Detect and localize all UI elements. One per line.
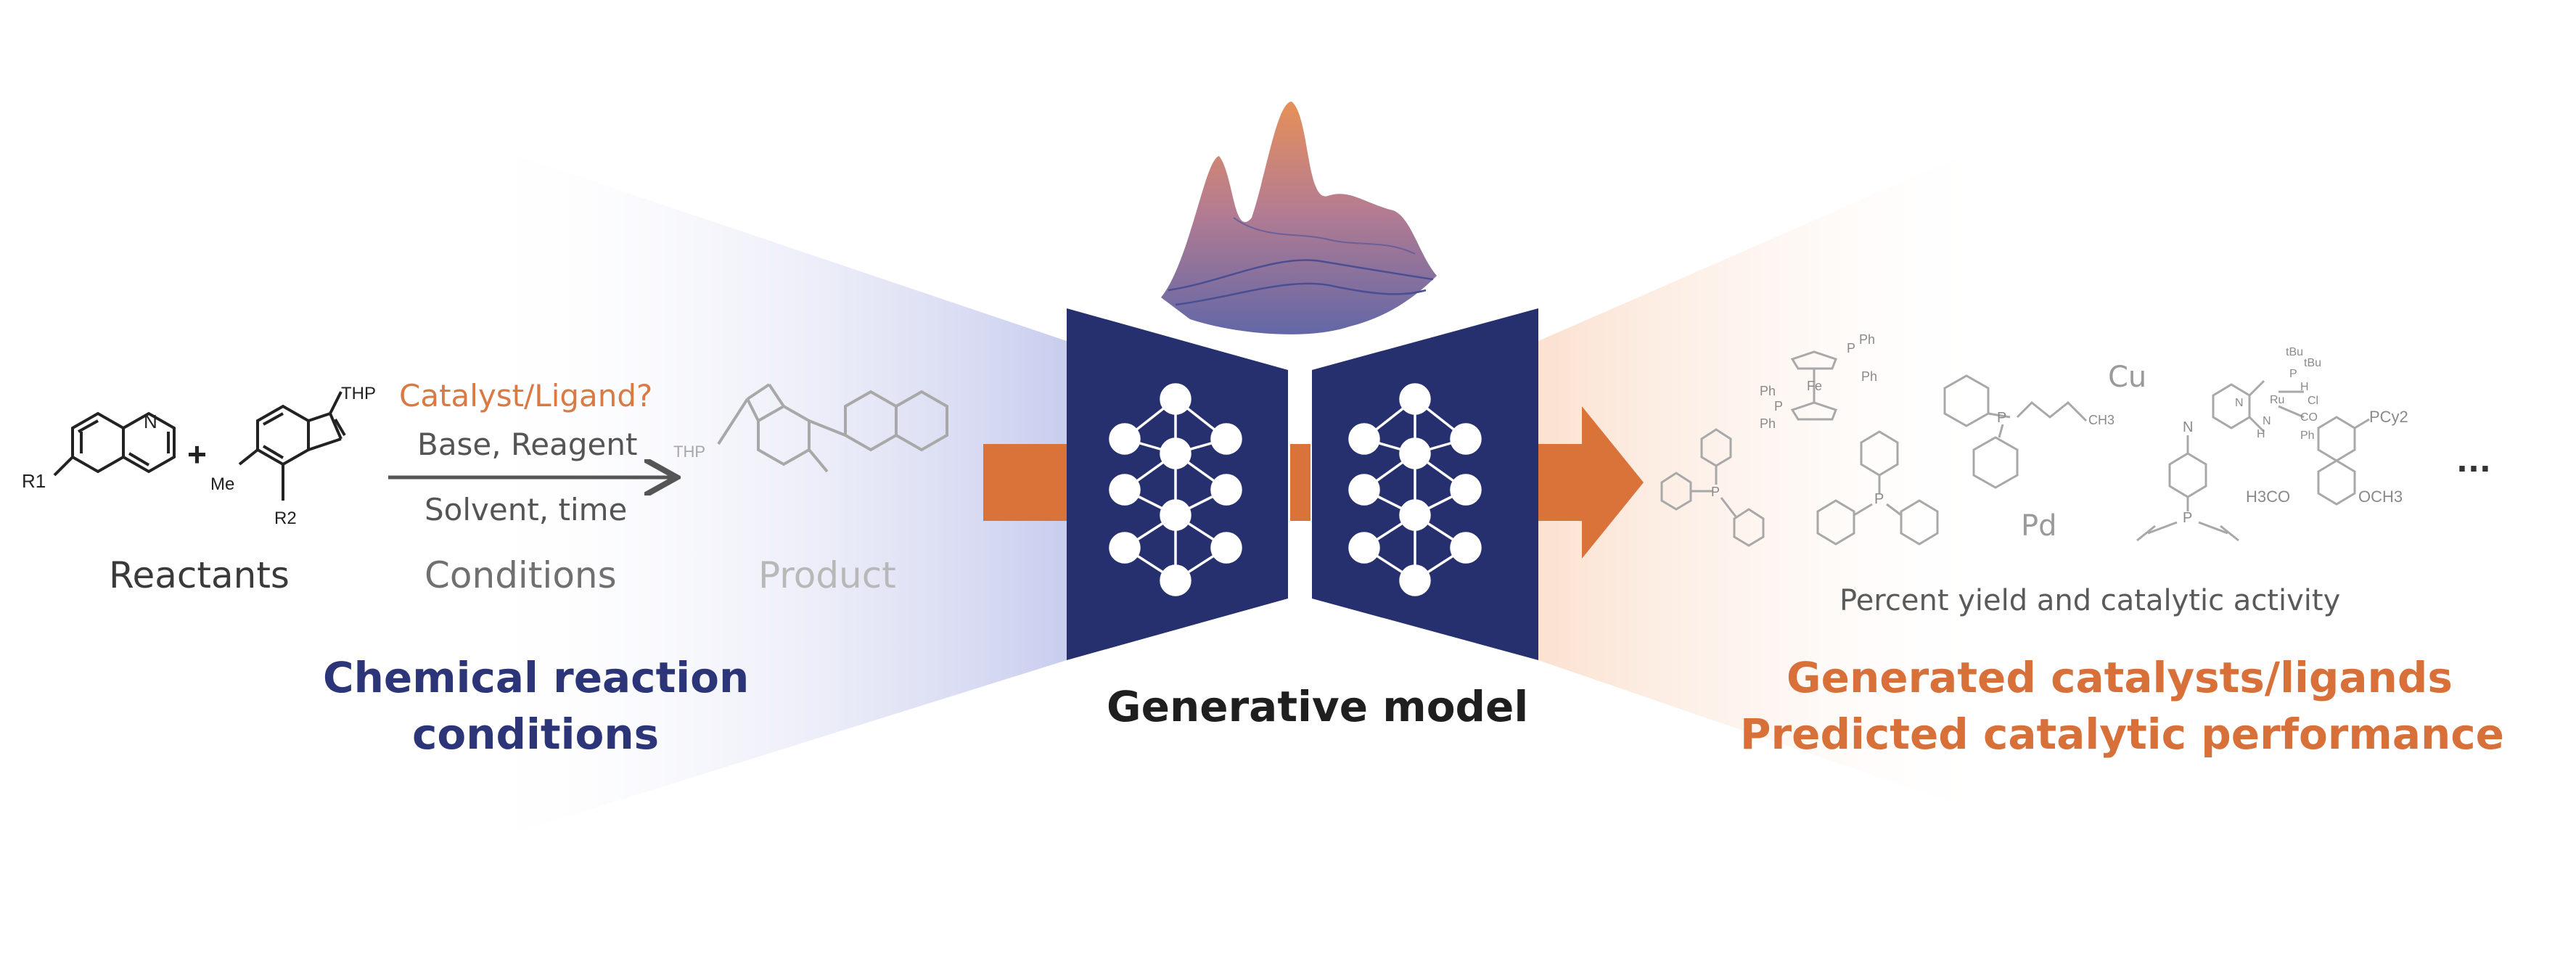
input-connector-bar — [983, 444, 1067, 521]
ru-label: Ru — [2270, 394, 2284, 406]
latent-connector-bar — [1290, 444, 1310, 521]
reactants-label: Reactants — [109, 554, 290, 596]
more-ligands-ellipsis: ... — [2456, 443, 2491, 479]
fe-label: Fe — [1807, 379, 1822, 393]
base-reagent-label: Base, Reagent — [417, 427, 638, 462]
ph-label: Ph — [2300, 429, 2315, 442]
p-label: P — [1874, 491, 1884, 507]
input-funnel — [464, 138, 1067, 849]
ph-label: Ph — [1760, 416, 1776, 431]
tbu-label: tBu — [2286, 346, 2303, 358]
r2-label: R2 — [274, 509, 297, 528]
encoder-network-icon — [1109, 383, 1242, 596]
encoder-block — [1067, 308, 1288, 660]
predicted-performance-title: Predicted catalytic performance — [1740, 710, 2504, 759]
p-label: P — [1774, 399, 1783, 414]
generative-model-title: Generative model — [1107, 682, 1529, 731]
quinoline-n-label: N — [144, 411, 157, 432]
conditions-label: Conditions — [424, 554, 617, 596]
n-label: N — [2235, 397, 2244, 409]
output-funnel — [1538, 138, 2003, 820]
metrics-label: Percent yield and catalytic activity — [1839, 584, 2341, 617]
metal-cu-label: Cu — [2108, 361, 2147, 394]
quinoline-reactant — [53, 411, 176, 477]
plus-sign: + — [187, 435, 207, 473]
output-arrow — [1538, 406, 1644, 559]
tbu-label: tBu — [2304, 357, 2321, 369]
metal-pd-label: Pd — [2021, 509, 2057, 543]
h3co-label: H3CO — [2246, 488, 2290, 506]
h-label: H — [2257, 428, 2265, 440]
p-label: P — [1997, 410, 2006, 426]
p-label: P — [2289, 368, 2297, 380]
product-label: Product — [758, 554, 896, 596]
h-label: H — [2300, 381, 2309, 393]
co-label: CO — [2300, 411, 2318, 424]
decoder-network-icon — [1348, 383, 1482, 596]
thp-label-product: THP — [673, 443, 705, 461]
n-label: N — [2263, 415, 2271, 427]
ph-label: Ph — [1760, 384, 1776, 398]
p-label: P — [1711, 485, 1720, 499]
och3-label: OCH3 — [2358, 488, 2403, 506]
ch3-label: CH3 — [2088, 413, 2114, 427]
catalyst-ligand-question: Catalyst/Ligand? — [399, 378, 653, 414]
product-molecule — [717, 383, 948, 473]
p-label: P — [2183, 510, 2192, 526]
ph-label: Ph — [1859, 332, 1875, 347]
n-label: N — [2183, 419, 2193, 435]
ph-label: Ph — [1861, 369, 1877, 384]
latent-distribution-surface — [1161, 102, 1437, 334]
me-label: Me — [210, 474, 234, 494]
solvent-time-label: Solvent, time — [424, 492, 628, 527]
chemical-reaction-title: Chemical reaction — [323, 653, 750, 702]
pcy2-label: PCy2 — [2369, 408, 2408, 426]
ligand-structures — [1660, 350, 2370, 547]
r1-label: R1 — [22, 470, 46, 492]
generated-catalysts-title: Generated catalysts/ligands — [1787, 653, 2453, 702]
indazole-reactant — [238, 391, 346, 501]
decoder-block — [1312, 308, 1538, 660]
cl-label: Cl — [2308, 395, 2318, 407]
thp-label-reactant: THP — [341, 384, 376, 403]
p-label: P — [1847, 341, 1855, 355]
ligand-atom-labels: Ph Ph P Fe P Ph Ph P P CH3 P N P tBu tBu… — [1711, 332, 2408, 526]
chemical-conditions-title: conditions — [412, 710, 660, 759]
